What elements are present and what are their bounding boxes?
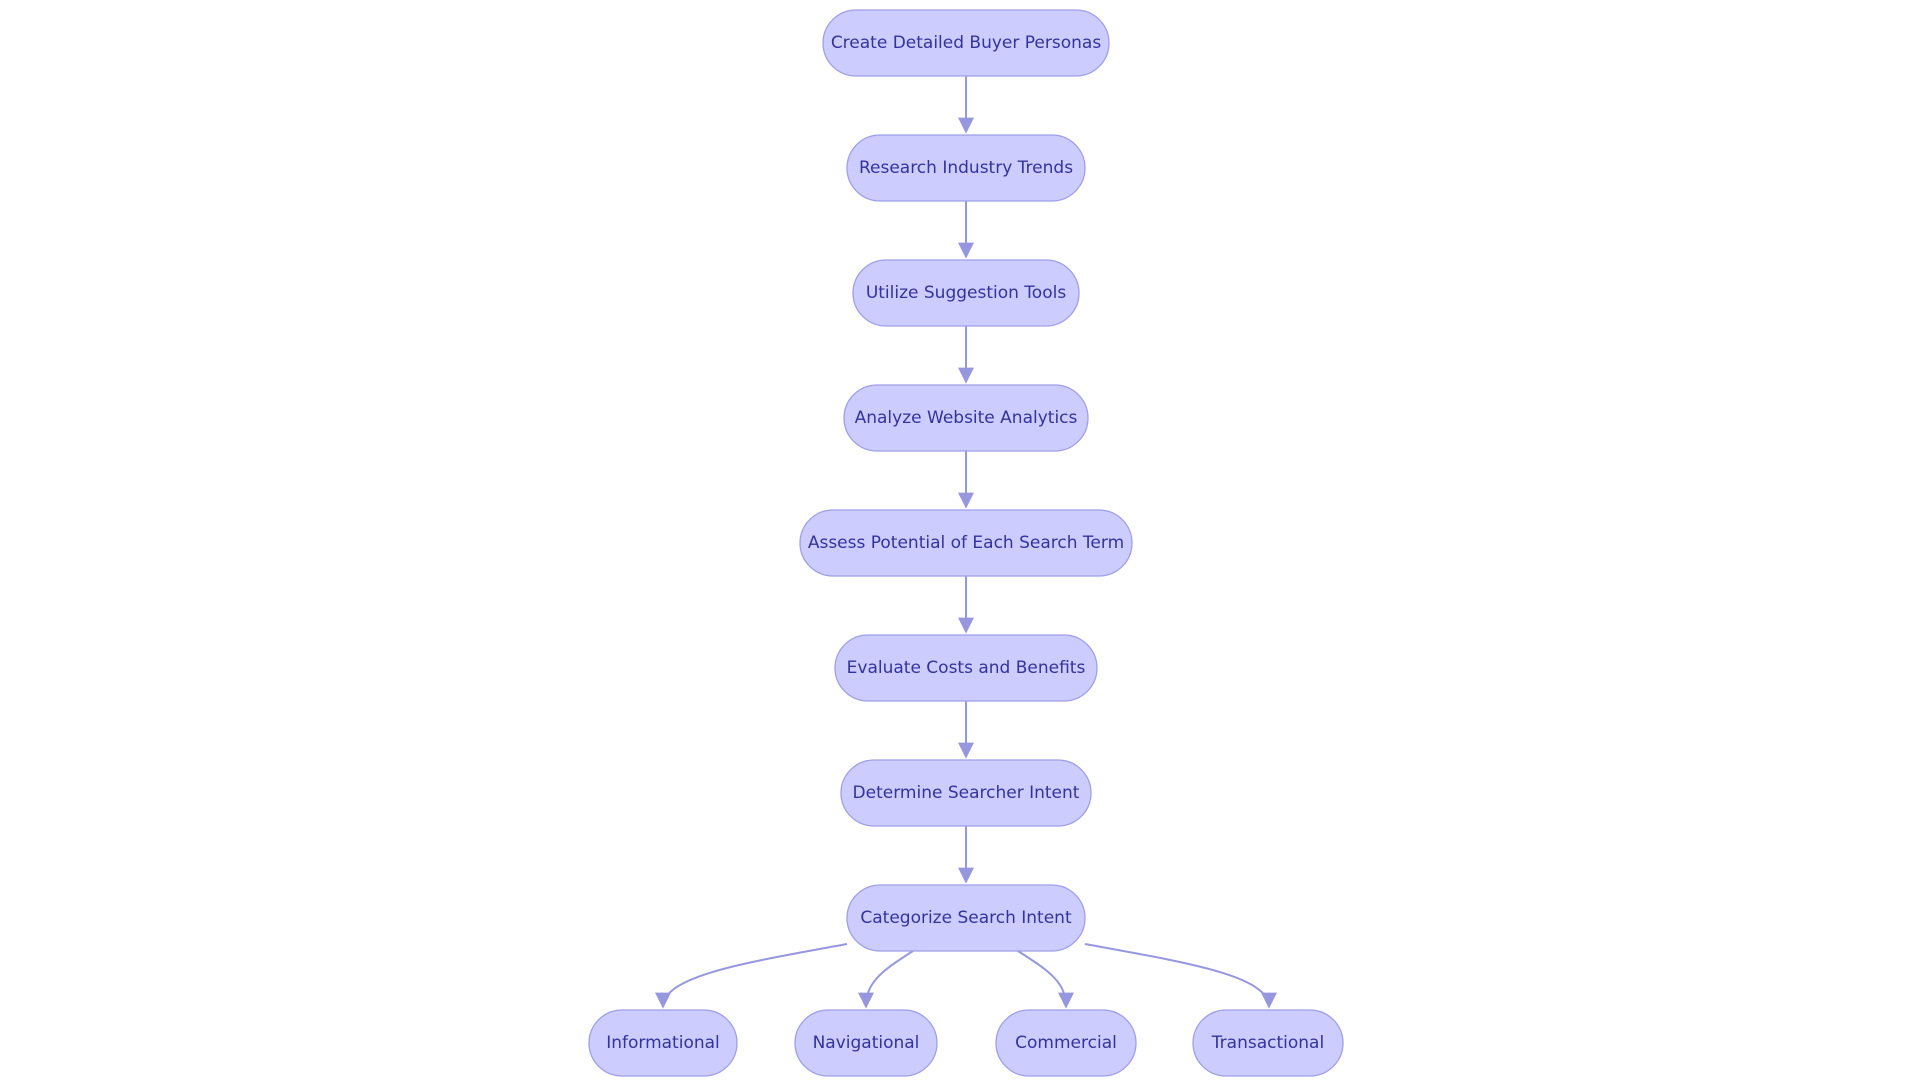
node-label: Navigational: [813, 1033, 920, 1053]
edge-n8-n12: [1084, 943, 1277, 1009]
node-label: Evaluate Costs and Benefits: [847, 658, 1086, 678]
node-create-detailed-buyer-personas: Create Detailed Buyer Personas: [822, 9, 1110, 77]
node-label: Commercial: [1015, 1033, 1117, 1053]
node-assess-potential-of-each-search-term: Assess Potential of Each Search Term: [799, 509, 1133, 577]
node-label: Categorize Search Intent: [860, 908, 1072, 928]
edge-n8-n11: [1017, 950, 1074, 1009]
edge-n8-n9: [655, 943, 848, 1009]
node-evaluate-costs-and-benefits: Evaluate Costs and Benefits: [834, 634, 1098, 702]
node-label: Transactional: [1211, 1033, 1324, 1053]
node-navigational: Navigational: [794, 1009, 938, 1077]
node-analyze-website-analytics: Analyze Website Analytics: [843, 384, 1089, 452]
node-transactional: Transactional: [1192, 1009, 1344, 1077]
node-utilize-suggestion-tools: Utilize Suggestion Tools: [852, 259, 1080, 327]
node-label: Determine Searcher Intent: [853, 783, 1080, 803]
edge-n8-n10: [858, 950, 914, 1009]
edges: [655, 76, 1277, 1009]
nodes: Create Detailed Buyer Personas Research …: [588, 9, 1344, 1077]
node-determine-searcher-intent: Determine Searcher Intent: [840, 759, 1092, 827]
node-label: Create Detailed Buyer Personas: [831, 33, 1102, 53]
node-label: Research Industry Trends: [859, 158, 1073, 178]
node-label: Analyze Website Analytics: [855, 408, 1078, 428]
node-label: Assess Potential of Each Search Term: [808, 533, 1124, 553]
node-categorize-search-intent: Categorize Search Intent: [846, 884, 1086, 952]
node-research-industry-trends: Research Industry Trends: [846, 134, 1086, 202]
node-label: Informational: [606, 1033, 720, 1053]
node-label: Utilize Suggestion Tools: [866, 283, 1067, 303]
node-informational: Informational: [588, 1009, 738, 1077]
node-commercial: Commercial: [995, 1009, 1137, 1077]
